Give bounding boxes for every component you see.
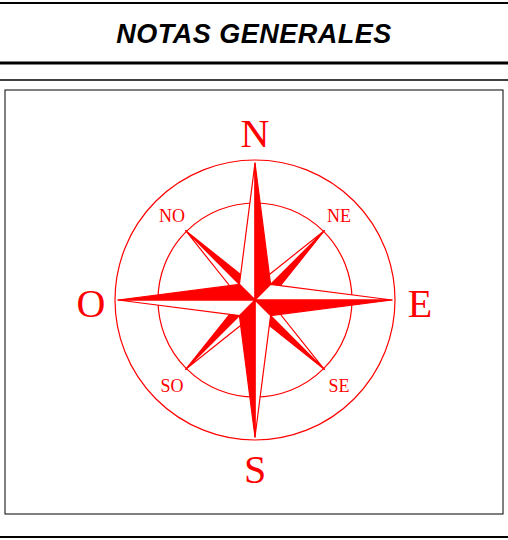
- direction-label: SO: [160, 377, 183, 395]
- star-point: [255, 300, 392, 316]
- direction-label: NE: [327, 207, 351, 225]
- star-point: [255, 284, 392, 300]
- star-point: [118, 300, 255, 316]
- outer-ring: [115, 160, 395, 440]
- rule-line: [0, 79, 508, 81]
- rule-line: [0, 2, 508, 4]
- star-point: [255, 163, 271, 300]
- section-title: NOTAS GENERALES: [116, 21, 392, 48]
- rule-line: [0, 536, 508, 538]
- rule-line: [0, 62, 508, 65]
- direction-label: N: [241, 114, 270, 154]
- direction-label: E: [408, 284, 432, 324]
- direction-label: O: [77, 284, 106, 324]
- star-point: [239, 163, 255, 300]
- compass-rose: [115, 160, 395, 440]
- star-point: [255, 300, 271, 437]
- star-point: [118, 284, 255, 300]
- direction-label: S: [244, 450, 266, 490]
- direction-label: NO: [159, 207, 185, 225]
- direction-label: SE: [328, 377, 349, 395]
- frame: [5, 90, 503, 514]
- star-point: [239, 300, 255, 437]
